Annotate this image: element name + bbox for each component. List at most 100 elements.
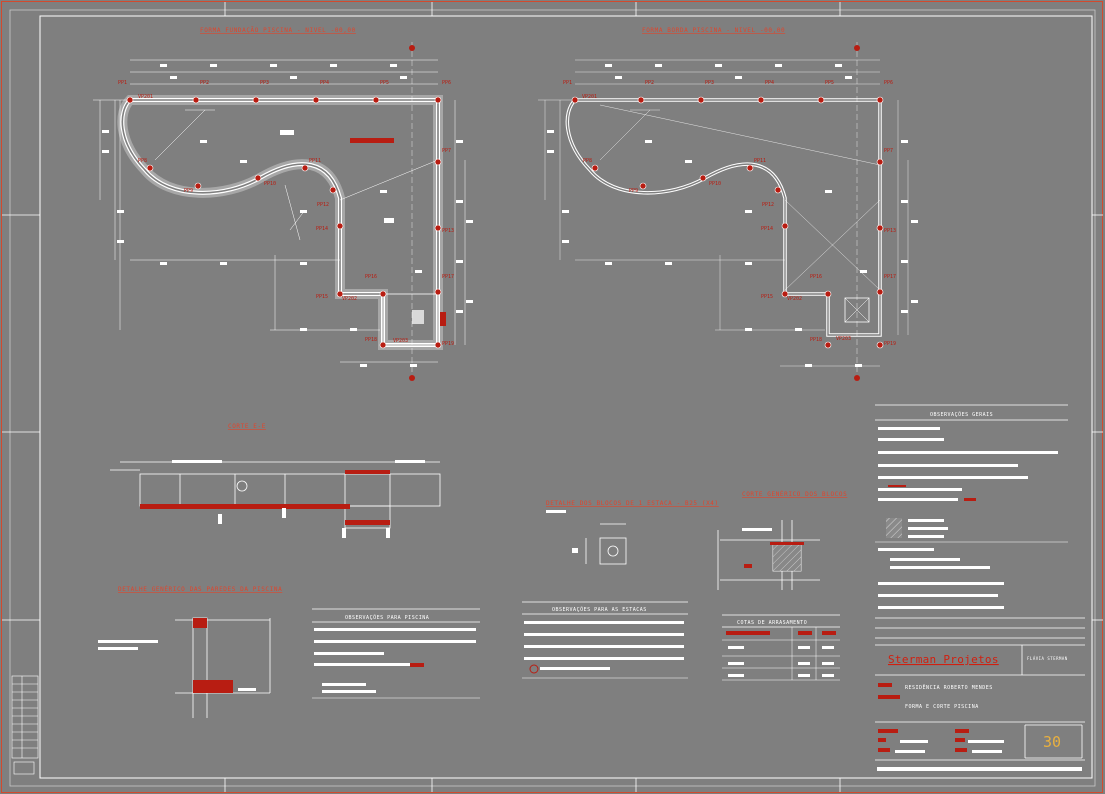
pillar-marker [379,341,387,349]
general-notes-heading: OBSERVAÇÕES GERAIS [930,411,993,418]
beam-label: VP201 [138,94,153,100]
dimension-tag [220,262,227,265]
pillar-marker [781,290,789,298]
section-e-e: CORTE E-E [110,423,441,538]
dimension-tag [795,328,802,331]
dimension-tag [390,64,397,67]
dimension-tag [300,210,307,213]
dimension-tag [410,364,417,367]
pillar-label: PP15 [316,294,328,300]
dimension-tag [825,190,832,193]
plan-right-title: FORMA BORDA PISCINA - NIVEL -00,00 [642,27,785,34]
pillar-label: PP5 [825,80,834,86]
pillar-label: PP11 [309,158,321,164]
pillar-marker [876,288,884,296]
pillar-marker [757,96,765,104]
dimension-tag [170,76,177,79]
dimension-tag [330,64,337,67]
stake-detail-title: DETALHE DOS BLOCOS DE 1 ESTACA - B25 (X4… [546,500,719,507]
dimension-tag [456,260,463,263]
dimension-tag [547,150,554,153]
dimension-tag [200,140,207,143]
pillar-label: PP18 [365,337,377,343]
dimension-tag [270,64,277,67]
pillar-label: PP2 [645,80,654,86]
pillar-marker [434,341,442,349]
dimension-tag [901,200,908,203]
dimension-tag [102,150,109,153]
dimension-tag [160,262,167,265]
dimension-tag [805,364,812,367]
plan-left-title: FORMA FUNDAÇÃO PISCINA - NIVEL -00,00 [200,27,356,34]
pillar-label: PP3 [705,80,714,86]
pillar-label: PP15 [761,294,773,300]
pillar-label: PP16 [810,274,822,280]
pillar-marker [699,174,707,182]
pillar-marker [434,96,442,104]
dimension-tag [835,64,842,67]
pillar-marker [329,186,337,194]
pillar-marker [591,164,599,172]
pillar-marker [876,224,884,232]
pillar-marker [434,224,442,232]
pillar-marker [336,222,344,230]
pillar-label: PP18 [810,337,822,343]
pillar-label: PP7 [442,148,451,154]
pillar-marker [571,96,579,104]
dimension-tag [466,300,473,303]
dimension-tag [350,328,357,331]
dimension-tag [775,64,782,67]
pillar-marker [252,96,260,104]
dimension-tag [860,270,867,273]
pillar-marker [194,182,202,190]
dimension-tag [117,240,124,243]
dimension-tag [911,220,918,223]
pillar-label: PP6 [884,80,893,86]
pillar-marker [146,164,154,172]
pillar-label: PP6 [442,80,451,86]
pillar-label: PP2 [200,80,209,86]
pillar-label: PP8 [583,158,592,164]
pillar-marker [817,96,825,104]
dimension-tag [117,210,124,213]
pillar-label: PP19 [442,341,454,347]
pillar-marker [824,341,832,349]
dimension-tag [300,328,307,331]
pillar-label: PP11 [754,158,766,164]
pillar-marker [639,182,647,190]
sheet-number: 30 [1043,733,1061,751]
pillar-marker [774,186,782,194]
beam-label: VP202 [342,296,357,302]
panel-general-notes: OBSERVAÇÕES GERAIS [875,404,1068,609]
dimension-tag [745,328,752,331]
dimension-tag [160,64,167,67]
brand-name: Sterman Projetos [888,653,999,666]
beam-label: VP202 [787,296,802,302]
pillar-label: PP10 [709,181,721,187]
pillar-marker [301,164,309,172]
pool-notes-heading: OBSERVAÇÕES PARA PISCINA [345,614,429,621]
dimension-tag [466,220,473,223]
dimension-tag [901,260,908,263]
section-title: CORTE E-E [228,423,266,430]
pillar-marker [254,174,262,182]
pillar-marker [312,96,320,104]
dimension-tag [845,76,852,79]
pillar-marker [876,158,884,166]
dimension-tag [102,130,109,133]
dimension-tag [456,140,463,143]
pillar-marker [824,290,832,298]
beam-label: VP201 [582,94,597,100]
dimension-tag [665,262,672,265]
dimension-tag [380,190,387,193]
pillar-label: PP1 [118,80,127,86]
drawing-name: FORMA E CORTE PISCINA [905,704,979,710]
pillar-marker [746,164,754,172]
beam-label: VP203 [836,336,851,342]
stake-notes-heading: OBSERVAÇÕES PARA AS ESTACAS [552,606,647,613]
dimension-tag [901,140,908,143]
dimension-tag [605,262,612,265]
